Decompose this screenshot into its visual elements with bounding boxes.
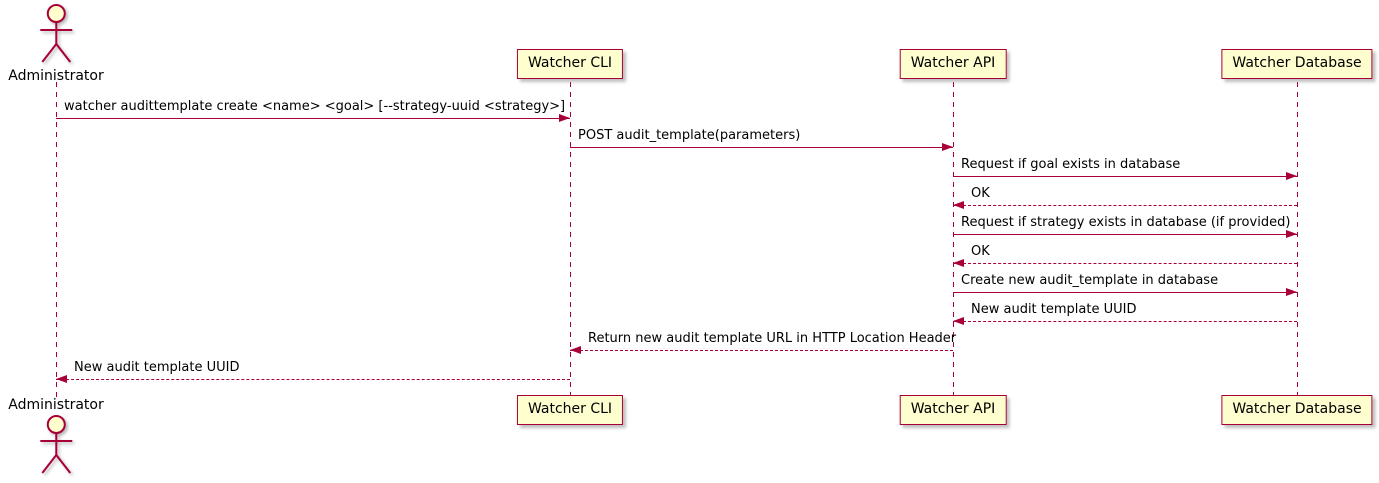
arrowhead-icon <box>1286 230 1297 238</box>
message-label-4: OK <box>971 186 990 201</box>
message-label-2: POST audit_template(parameters) <box>578 128 801 143</box>
arrowhead-icon <box>942 143 953 151</box>
message-label-3: Request if goal exists in database <box>961 157 1181 172</box>
actor-label: Administrator <box>8 68 104 84</box>
lifeline-watcher-api <box>952 82 954 397</box>
participant-box-watcher-cli-top: Watcher CLI <box>516 49 624 79</box>
lifeline-watcher-database <box>1296 82 1298 397</box>
arrowhead-icon <box>953 317 964 325</box>
actor-label: Administrator <box>8 397 104 413</box>
lifeline-watcher-cli <box>569 82 571 397</box>
arrowhead-icon <box>570 346 581 354</box>
lifeline-administrator <box>55 82 57 397</box>
message-label-6: OK <box>971 244 990 259</box>
arrowhead-icon <box>953 201 964 209</box>
message-line-2 <box>570 147 953 148</box>
message-label-8: New audit template UUID <box>971 302 1137 317</box>
actor-administrator-top: Administrator <box>8 3 104 84</box>
arrowhead-icon <box>1286 172 1297 180</box>
actor-icon <box>40 415 72 474</box>
message-label-9: Return new audit template URL in HTTP Lo… <box>588 331 957 346</box>
participant-box-watcher-api-bottom: Watcher API <box>899 395 1007 425</box>
participant-box-watcher-database-bottom: Watcher Database <box>1221 395 1373 425</box>
participant-box-watcher-database-top: Watcher Database <box>1221 49 1373 79</box>
message-line-9 <box>570 350 953 351</box>
message-line-1 <box>56 118 570 119</box>
actor-administrator-bottom: Administrator <box>8 397 104 478</box>
message-line-4 <box>953 205 1297 206</box>
participant-box-watcher-cli-bottom: Watcher CLI <box>516 395 624 425</box>
message-label-5: Request if strategy exists in database (… <box>961 215 1291 230</box>
message-label-1: watcher audittemplate create <name> <goa… <box>64 99 566 114</box>
message-line-5 <box>953 234 1297 235</box>
arrowhead-icon <box>1286 288 1297 296</box>
arrowhead-icon <box>953 259 964 267</box>
message-label-7: Create new audit_template in database <box>961 273 1219 288</box>
message-line-10 <box>56 379 570 380</box>
actor-icon <box>40 4 72 63</box>
participant-box-watcher-api-top: Watcher API <box>899 49 1007 79</box>
message-line-6 <box>953 263 1297 264</box>
arrowhead-icon <box>559 114 570 122</box>
message-label-10: New audit template UUID <box>74 360 240 375</box>
message-line-3 <box>953 176 1297 177</box>
message-line-8 <box>953 321 1297 322</box>
arrowhead-icon <box>56 375 67 383</box>
message-line-7 <box>953 292 1297 293</box>
